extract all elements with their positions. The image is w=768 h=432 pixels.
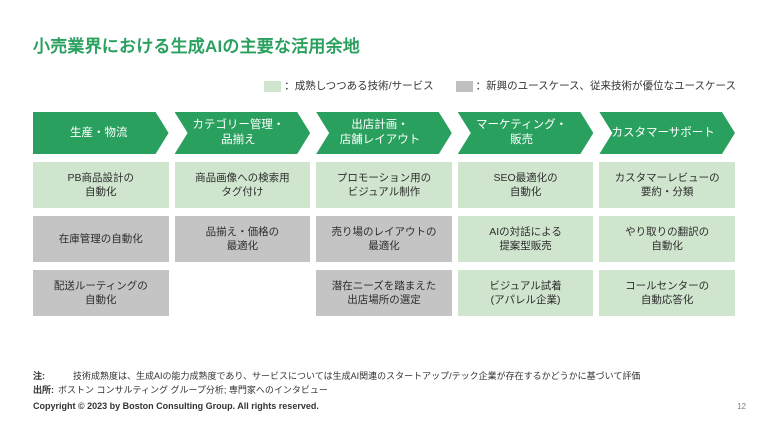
footer: 注: 技術成熟度は、生成AIの能力成熟度であり、サービスについては生成AI関連の… <box>33 370 735 414</box>
source-line: 出所: ボストン コンサルティング グループ分析; 専門家へのインタビュー <box>33 384 735 398</box>
copyright-text: Copyright © 2023 by Boston Consulting Gr… <box>33 400 319 411</box>
legend-label-emerging: ：新興のユースケース、従来技術が優位なユースケース <box>475 80 736 93</box>
cell-wrap-r1c5: カスタマーレビューの要約・分類 <box>599 162 735 208</box>
footnote-text: 技術成熟度は、生成AIの能力成熟度であり、サービスについては生成AI関連のスター… <box>73 371 641 381</box>
cell-wrap-r1c4: SEO最適化の自動化 <box>457 162 594 208</box>
legend-swatch-green-icon <box>264 81 282 92</box>
column-header-marketing[interactable]: マーケティング・販売 <box>458 112 594 154</box>
source-text: ボストン コンサルティング グループ分析; 専門家へのインタビュー <box>58 384 328 395</box>
footnote-line: 注: 技術成熟度は、生成AIの能力成熟度であり、サービスについては生成AI関連の… <box>33 370 735 384</box>
use-case-cell[interactable]: 潜在ニーズを踏まえた出店場所の選定 <box>316 270 452 316</box>
cell-wrap-r3c2 <box>175 270 311 316</box>
column-header-store-planning[interactable]: 出店計画・店舗レイアウト <box>316 112 452 154</box>
cell-wrap-r1c2: 商品画像への検索用タグ付け <box>174 162 311 208</box>
legend-swatch-gray-icon <box>455 81 473 92</box>
page-number: 12 <box>737 402 746 411</box>
cell-wrap-r3c1: 配送ルーティングの自動化 <box>33 270 169 316</box>
use-case-cell[interactable]: 売り場のレイアウトの最適化 <box>316 216 452 262</box>
use-case-cell[interactable]: AIの対話による提案型販売 <box>457 216 594 262</box>
cell-wrap-r3c5: コールセンターの自動応答化 <box>599 270 735 316</box>
use-case-cell[interactable]: 商品画像への検索用タグ付け <box>174 162 311 208</box>
cell-wrap-r1c1: PB商品設計の自動化 <box>33 162 169 208</box>
cell-wrap-r2c1: 在庫管理の自動化 <box>33 216 169 262</box>
use-case-matrix: 生産・物流 カテゴリー管理・品揃え 出店計画・店舗レイアウト マーケティング・販… <box>33 112 735 324</box>
matrix-row-1: PB商品設計の自動化 商品画像への検索用タグ付け プロモーション用のビジュアル制… <box>33 162 735 208</box>
use-case-cell[interactable]: SEO最適化の自動化 <box>457 162 594 208</box>
page-title: 小売業界における生成AIの主要な活用余地 <box>33 37 360 56</box>
source-label: 出所: <box>33 384 54 395</box>
cell-wrap-r1c3: プロモーション用のビジュアル制作 <box>316 162 452 208</box>
use-case-cell-empty <box>175 270 311 316</box>
use-case-cell[interactable]: プロモーション用のビジュアル制作 <box>316 162 452 208</box>
cell-wrap-r2c2: 品揃え・価格の最適化 <box>174 216 311 262</box>
use-case-cell[interactable]: 品揃え・価格の最適化 <box>174 216 311 262</box>
column-category: カテゴリー管理・品揃え <box>175 112 311 154</box>
footnote-label: 注: <box>33 371 45 381</box>
column-customer-support: カスタマーサポート <box>599 112 735 154</box>
legend-item-emerging: ：新興のユースケース、従来技術が優位なユースケース <box>455 80 736 93</box>
column-store-planning: 出店計画・店舗レイアウト <box>316 112 452 154</box>
use-case-cell[interactable]: 在庫管理の自動化 <box>33 216 169 262</box>
cell-wrap-r3c4: ビジュアル試着(アパレル企業) <box>457 270 594 316</box>
column-marketing: マーケティング・販売 <box>458 112 594 154</box>
use-case-cell[interactable]: PB商品設計の自動化 <box>33 162 169 208</box>
cell-wrap-r2c4: AIの対話による提案型販売 <box>457 216 594 262</box>
legend-label-mature: ：成熟しつつある技術/サービス <box>284 80 434 93</box>
use-case-cell[interactable]: ビジュアル試着(アパレル企業) <box>457 270 594 316</box>
use-case-cell[interactable]: コールセンターの自動応答化 <box>599 270 735 316</box>
column-header-customer-support[interactable]: カスタマーサポート <box>599 112 735 154</box>
cell-wrap-r3c3: 潜在ニーズを踏まえた出店場所の選定 <box>316 270 452 316</box>
matrix-row-2: 在庫管理の自動化 品揃え・価格の最適化 売り場のレイアウトの最適化 AIの対話に… <box>33 216 735 262</box>
column-header-row: 生産・物流 カテゴリー管理・品揃え 出店計画・店舗レイアウト マーケティング・販… <box>33 112 735 154</box>
cell-wrap-r2c3: 売り場のレイアウトの最適化 <box>316 216 452 262</box>
use-case-cell[interactable]: やり取りの翻訳の自動化 <box>599 216 735 262</box>
column-header-production[interactable]: 生産・物流 <box>33 112 169 154</box>
legend-item-mature: ：成熟しつつある技術/サービス <box>264 80 434 93</box>
use-case-cell[interactable]: カスタマーレビューの要約・分類 <box>599 162 735 208</box>
column-production: 生産・物流 <box>33 112 169 154</box>
matrix-row-3: 配送ルーティングの自動化 潜在ニーズを踏まえた出店場所の選定 ビジュアル試着(ア… <box>33 270 735 316</box>
column-header-category[interactable]: カテゴリー管理・品揃え <box>175 112 311 154</box>
cell-wrap-r2c5: やり取りの翻訳の自動化 <box>599 216 735 262</box>
use-case-cell[interactable]: 配送ルーティングの自動化 <box>33 270 169 316</box>
legend: ：成熟しつつある技術/サービス ：新興のユースケース、従来技術が優位なユースケー… <box>264 81 736 92</box>
